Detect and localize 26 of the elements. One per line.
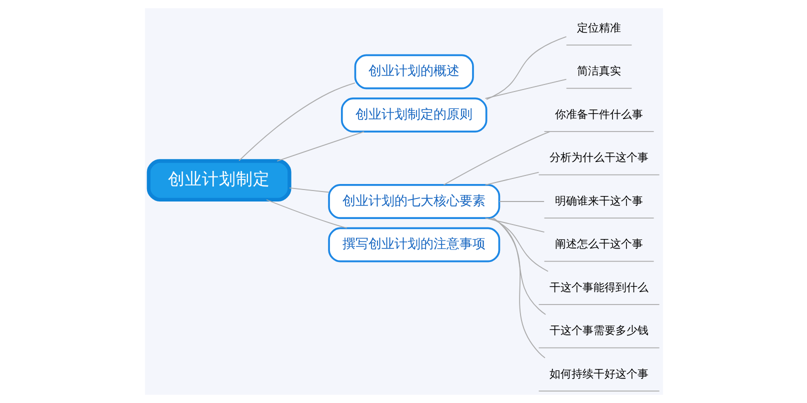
connector [484,78,566,99]
connector [276,131,364,162]
node-text: 明确谁来干这个事 [554,194,643,208]
node-box: 撰写创业计划的注意事项 [328,227,500,262]
node-text: 你准备干件什么事 [554,108,643,121]
node-text: 干这个事需要多少钱 [549,324,648,338]
node-box: 创业计划制定的原则 [340,98,487,132]
connector [484,218,544,232]
connector [288,187,329,193]
connector [490,218,548,272]
connector [493,218,545,358]
connector [486,36,566,100]
connector [238,82,355,162]
node-text: 分析为什么干这个事 [549,151,648,164]
node-box: 创业计划的七大核心要素 [328,184,500,219]
connector [492,218,546,315]
node-box: 创业计划制定 [146,159,291,202]
connector [498,201,544,202]
node-text: 干这个事能得到什么 [549,280,648,294]
node-box: 创业计划的概述 [354,54,474,90]
connector [442,131,550,186]
connector [484,172,539,186]
node-text: 简洁真实 [576,64,621,78]
node-text: 定位精准 [576,21,621,34]
node-text: 如何持续干好这个事 [549,367,648,380]
node-text: 阐述怎么干这个事 [554,238,643,251]
